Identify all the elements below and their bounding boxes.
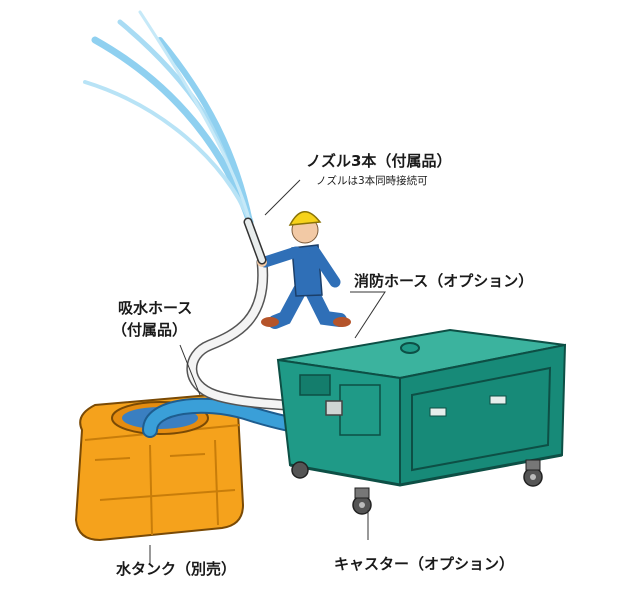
- caster-label: キャスター（オプション）: [334, 553, 514, 574]
- water-tank-label: 水タンク（別売）: [116, 558, 236, 579]
- nozzle-label: ノズル3本（付属品）: [306, 150, 451, 171]
- suction-hose-label: 吸水ホース: [118, 297, 192, 318]
- fire-hose-label: 消防ホース（オプション）: [354, 270, 533, 291]
- nozzle-note-label: ノズルは3本同時接続可: [316, 173, 428, 188]
- suction-hose-sublabel: （付属品）: [112, 319, 187, 340]
- worker: [257, 212, 351, 327]
- nozzle: [248, 222, 262, 260]
- pump-machine: [278, 330, 565, 485]
- water-spray: [85, 12, 250, 222]
